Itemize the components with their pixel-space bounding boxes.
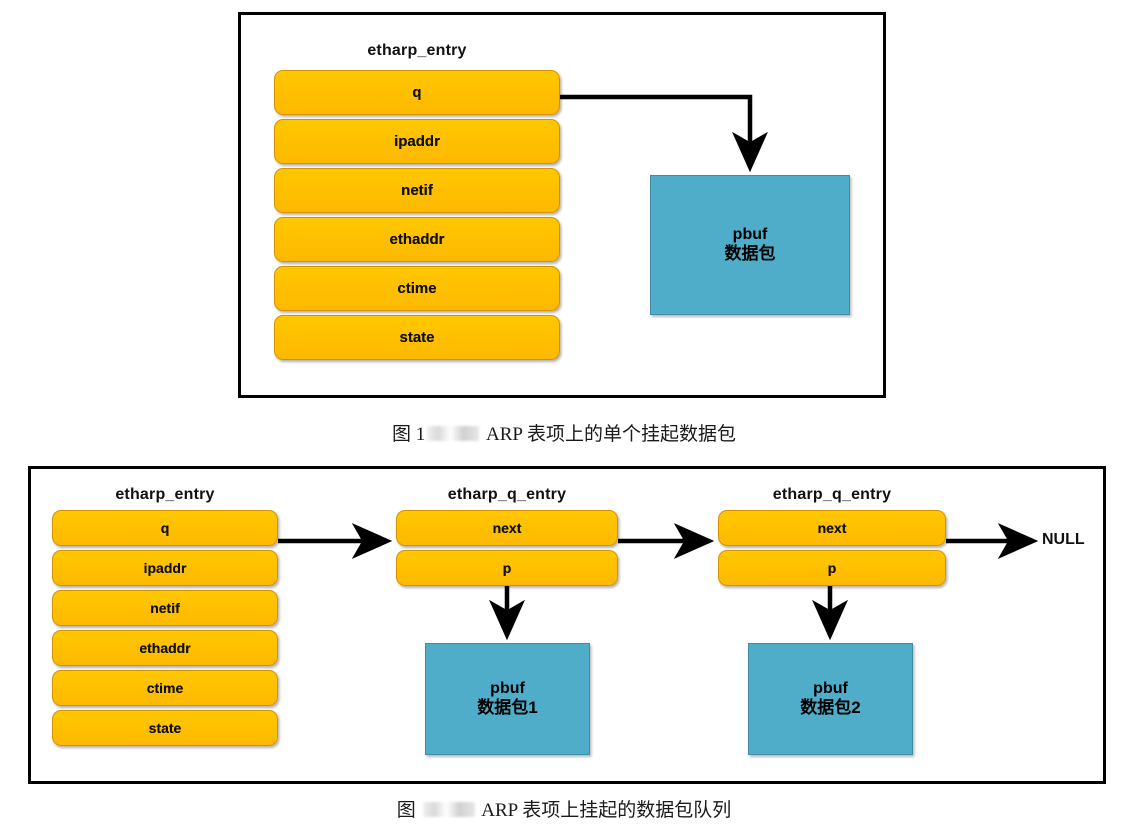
figure1-caption-text: ARP 表项上的单个挂起数据包	[486, 424, 737, 445]
figure2-pbuf-box-2[interactable]: pbuf 数据包2	[748, 643, 913, 755]
figure2-caption-redacted-number	[422, 802, 475, 817]
figure2-q-entry-2-field-next[interactable]: next	[718, 510, 946, 546]
figure1-pbuf-box[interactable]: pbuf 数据包	[650, 175, 850, 315]
figure2-field-netif[interactable]: netif	[52, 590, 278, 626]
figure2-pbuf-2-line2: 数据包2	[800, 698, 861, 718]
figure1-caption: 图 1 ARP 表项上的单个挂起数据包	[0, 419, 1128, 446]
figure1-pbuf-line2: 数据包	[724, 244, 776, 264]
figure2-q-entry-2: etharp_q_entry next p	[718, 486, 946, 598]
figure2-field-ctime[interactable]: ctime	[52, 670, 278, 706]
figure1-struct-label: etharp_entry	[367, 42, 467, 59]
figure1-pbuf-line1: pbuf	[732, 225, 768, 243]
figure2-q-entry-1-field-next[interactable]: next	[396, 510, 618, 546]
figure2-pbuf-box-1[interactable]: pbuf 数据包1	[425, 643, 590, 755]
figure2-etharp-entry-struct: etharp_entry q ipaddr netif ethaddr ctim…	[52, 486, 278, 766]
figure2-q-entry-2-field-p[interactable]: p	[718, 550, 946, 586]
figure2-pbuf-1-line1: pbuf	[490, 679, 525, 697]
figure2-q-entry-1: etharp_q_entry next p	[396, 486, 618, 598]
figure2-field-q[interactable]: q	[52, 510, 278, 546]
figure2-field-ethaddr[interactable]: ethaddr	[52, 630, 278, 666]
figure1-field-q[interactable]: q	[274, 70, 560, 115]
figure2-field-state[interactable]: state	[52, 710, 278, 746]
figure2-field-ipaddr[interactable]: ipaddr	[52, 550, 278, 586]
figure2-struct-label: etharp_entry	[115, 486, 215, 503]
figure1-caption-prefix: 图	[391, 424, 411, 445]
figure2-q-entry-1-label: etharp_q_entry	[447, 486, 567, 503]
figure2-caption: 图 ARP 表项上挂起的数据包队列	[0, 795, 1128, 822]
figure1-field-state[interactable]: state	[274, 315, 560, 360]
figure1-caption-redacted-number	[427, 426, 480, 441]
figure2-null-label: NULL	[1042, 531, 1085, 548]
figure2-q-entry-1-field-p[interactable]: p	[396, 550, 618, 586]
figure2-caption-text: ARP 表项上挂起的数据包队列	[481, 800, 732, 821]
figure1-field-ctime[interactable]: ctime	[274, 266, 560, 311]
figure2-q-entry-2-label: etharp_q_entry	[772, 486, 892, 503]
figure1-caption-number: 1	[415, 424, 426, 445]
figure1-etharp-entry-struct: etharp_entry q ipaddr netif ethaddr ctim…	[274, 42, 560, 367]
figure2-pbuf-1-line2: 数据包1	[477, 698, 538, 718]
figure1-field-ipaddr[interactable]: ipaddr	[274, 119, 560, 164]
figure2-caption-prefix: 图	[396, 800, 416, 821]
figure1-field-ethaddr[interactable]: ethaddr	[274, 217, 560, 262]
figure2-pbuf-2-line1: pbuf	[813, 679, 848, 697]
figure1-field-netif[interactable]: netif	[274, 168, 560, 213]
